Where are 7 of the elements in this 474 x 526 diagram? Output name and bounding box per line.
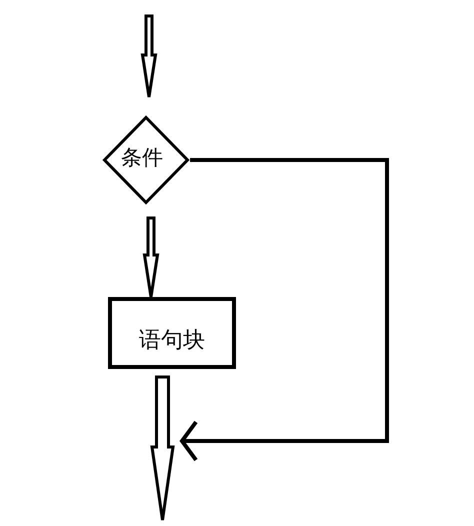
arrow — [140, 14, 158, 98]
process-box — [108, 297, 236, 369]
box-label: 语句块 — [139, 330, 205, 352]
arrow — [180, 158, 389, 462]
arrow — [142, 216, 160, 298]
arrow — [150, 376, 175, 522]
decision-label: 条件 — [121, 148, 163, 168]
